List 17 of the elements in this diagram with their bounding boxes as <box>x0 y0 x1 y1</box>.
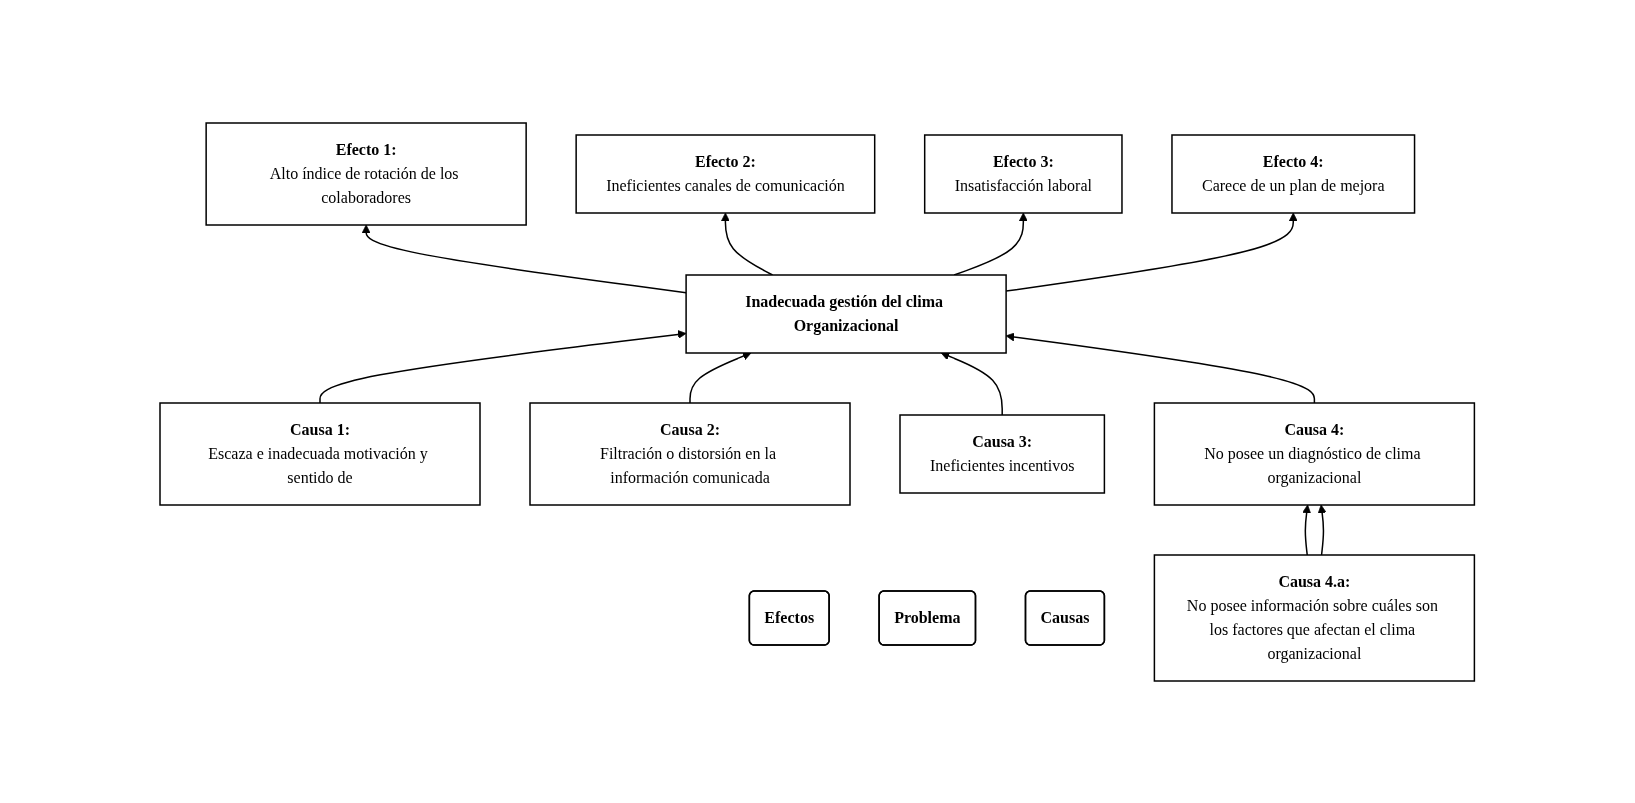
node-box: Efecto 2: Ineficientes canales de comunicación <box>575 133 876 214</box>
node-box: Efecto 3: Insatisfacción laboral <box>924 133 1123 214</box>
arrow <box>689 351 752 404</box>
arrow <box>1006 332 1316 404</box>
arrow <box>1318 504 1327 556</box>
node-box: Causa 4: No posee un diagnóstico de clima organizacional <box>1153 401 1476 506</box>
node-box: Efecto 1: Alto índice de rotación de los colaboradores <box>205 121 528 226</box>
node-box: Causa 4.a: No posee información sobre cuáles son los factores que afectan el clima organizacional <box>1153 553 1476 682</box>
node-box: Causa 2: Filtración o distorsión en la información comunicada <box>529 401 852 506</box>
arrow <box>1302 504 1312 556</box>
arrow <box>319 329 687 404</box>
node-box: Inadecuada gestión del clima Organizacional <box>685 273 1008 354</box>
node-box: Efecto 4: Carece de un plan de mejora <box>1171 133 1416 214</box>
node-box: Causa 1: Escaza e inadecuada motivación y sentido de <box>159 401 482 506</box>
node-box: Causa 3: Ineficientes incentivos <box>899 413 1106 494</box>
arrow <box>721 212 774 276</box>
arrow <box>941 351 1004 416</box>
